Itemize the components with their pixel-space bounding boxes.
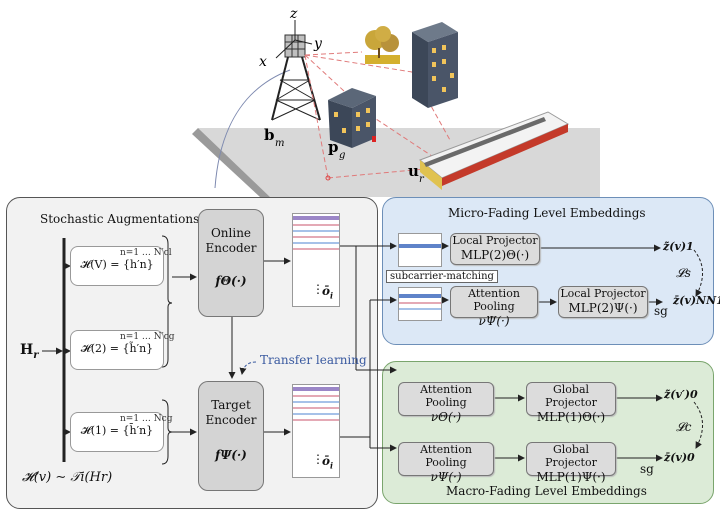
- macro-global-projector-target: Global Projector MLP(1)Ψ(·): [526, 442, 616, 484]
- transfer-learning-label: Transfer learning: [260, 353, 367, 367]
- bm-label: b: [264, 126, 275, 144]
- augmentation-view-V: 𝓗(V) = {h′n}: [70, 246, 164, 286]
- aug-1-range: n=1 … Ncg: [120, 414, 173, 424]
- input-h: Hr: [20, 342, 39, 361]
- target-embedding-matrix: [292, 384, 340, 478]
- axis-y-label: y: [313, 36, 323, 52]
- augmentation-formula: 𝓗(v) ∼ 𝒯i(Hr): [22, 470, 113, 485]
- augmentation-view-2: 𝓗(2) = {h̃′n}: [70, 330, 164, 370]
- target-encoder-fn: fΨ(·): [215, 448, 247, 462]
- axis-z-label: z: [289, 6, 298, 22]
- micro-local-projector-2: Local Projector MLP(2)Ψ(·): [558, 286, 648, 318]
- base-station-tower: [271, 34, 321, 121]
- aug-2-range: n=1 … N′cg: [120, 332, 175, 342]
- macro-sg: sg: [640, 462, 654, 476]
- online-emb-o: ōi: [322, 284, 334, 301]
- bm-sub: m: [275, 138, 284, 149]
- tree-cluster: [365, 26, 400, 64]
- macro-attention-pooling-target: Attention Pooling νΨ(·): [398, 442, 494, 484]
- train: [419, 111, 570, 190]
- aug-V-range: n=1 … N′cl: [120, 248, 172, 258]
- pg-sub: g: [339, 150, 345, 161]
- augmentation-view-1: 𝓗(1) = {h̄′n}: [70, 412, 164, 452]
- target-encoder-label: Target Encoder: [205, 398, 257, 427]
- macro-loss: 𝓛c: [676, 420, 692, 434]
- macro-global-projector-online: Global Projector MLP(1)Θ(·): [526, 382, 616, 424]
- micro-sg: sg: [654, 304, 668, 318]
- micro-local-projector-1: Local Projector MLP(2)Θ(·): [450, 233, 540, 265]
- scene-illustration: z x y b m p g u r: [192, 6, 600, 197]
- online-encoder-label: Online Encoder: [205, 226, 257, 255]
- ur-sub: r: [419, 174, 425, 185]
- target-encoder: Target Encoder fΨ(·): [198, 381, 264, 491]
- small-building: [328, 88, 376, 148]
- micro-target-tokens: [398, 287, 442, 321]
- ground-edge: [192, 128, 270, 197]
- axis-y-line: [294, 39, 313, 45]
- augmentations-title: Stochastic Augmentations: [40, 212, 200, 226]
- macro-output-top: z̃(v′)0: [664, 388, 698, 401]
- pg-label: p: [328, 138, 339, 156]
- online-embedding-matrix: [292, 213, 340, 307]
- online-encoder: Online Encoder fΘ(·): [198, 209, 264, 317]
- online-encoder-fn: fΘ(·): [215, 274, 247, 288]
- tall-building: [412, 22, 458, 108]
- axis-x-line: [275, 39, 296, 59]
- micro-loss: 𝓛s: [676, 266, 691, 280]
- macro-title: Macro-Fading Level Embeddings: [446, 484, 647, 498]
- macro-output-bottom: z̄(v)0: [664, 451, 695, 464]
- target-emb-dots: ⋮: [312, 452, 324, 466]
- online-emb-dots: ⋮: [312, 282, 324, 296]
- macro-attention-pooling-online: Attention Pooling νΘ(·): [398, 382, 494, 424]
- micro-attention-pooling: Attention Pooling νΨ(·): [450, 286, 538, 328]
- axis-x-label: x: [259, 54, 267, 70]
- ur-label: u: [408, 162, 419, 180]
- micro-online-tokens: [398, 233, 442, 267]
- subcarrier-matching-label: subcarrier-matching: [386, 270, 498, 283]
- micro-output-bottom: z̄(v)NN1: [673, 294, 720, 307]
- coverage-arc: [214, 69, 291, 189]
- target-emb-o: ōi: [322, 454, 334, 471]
- micro-title: Micro-Fading Level Embeddings: [448, 206, 646, 220]
- micro-output-top: z̃(v)1: [663, 240, 694, 253]
